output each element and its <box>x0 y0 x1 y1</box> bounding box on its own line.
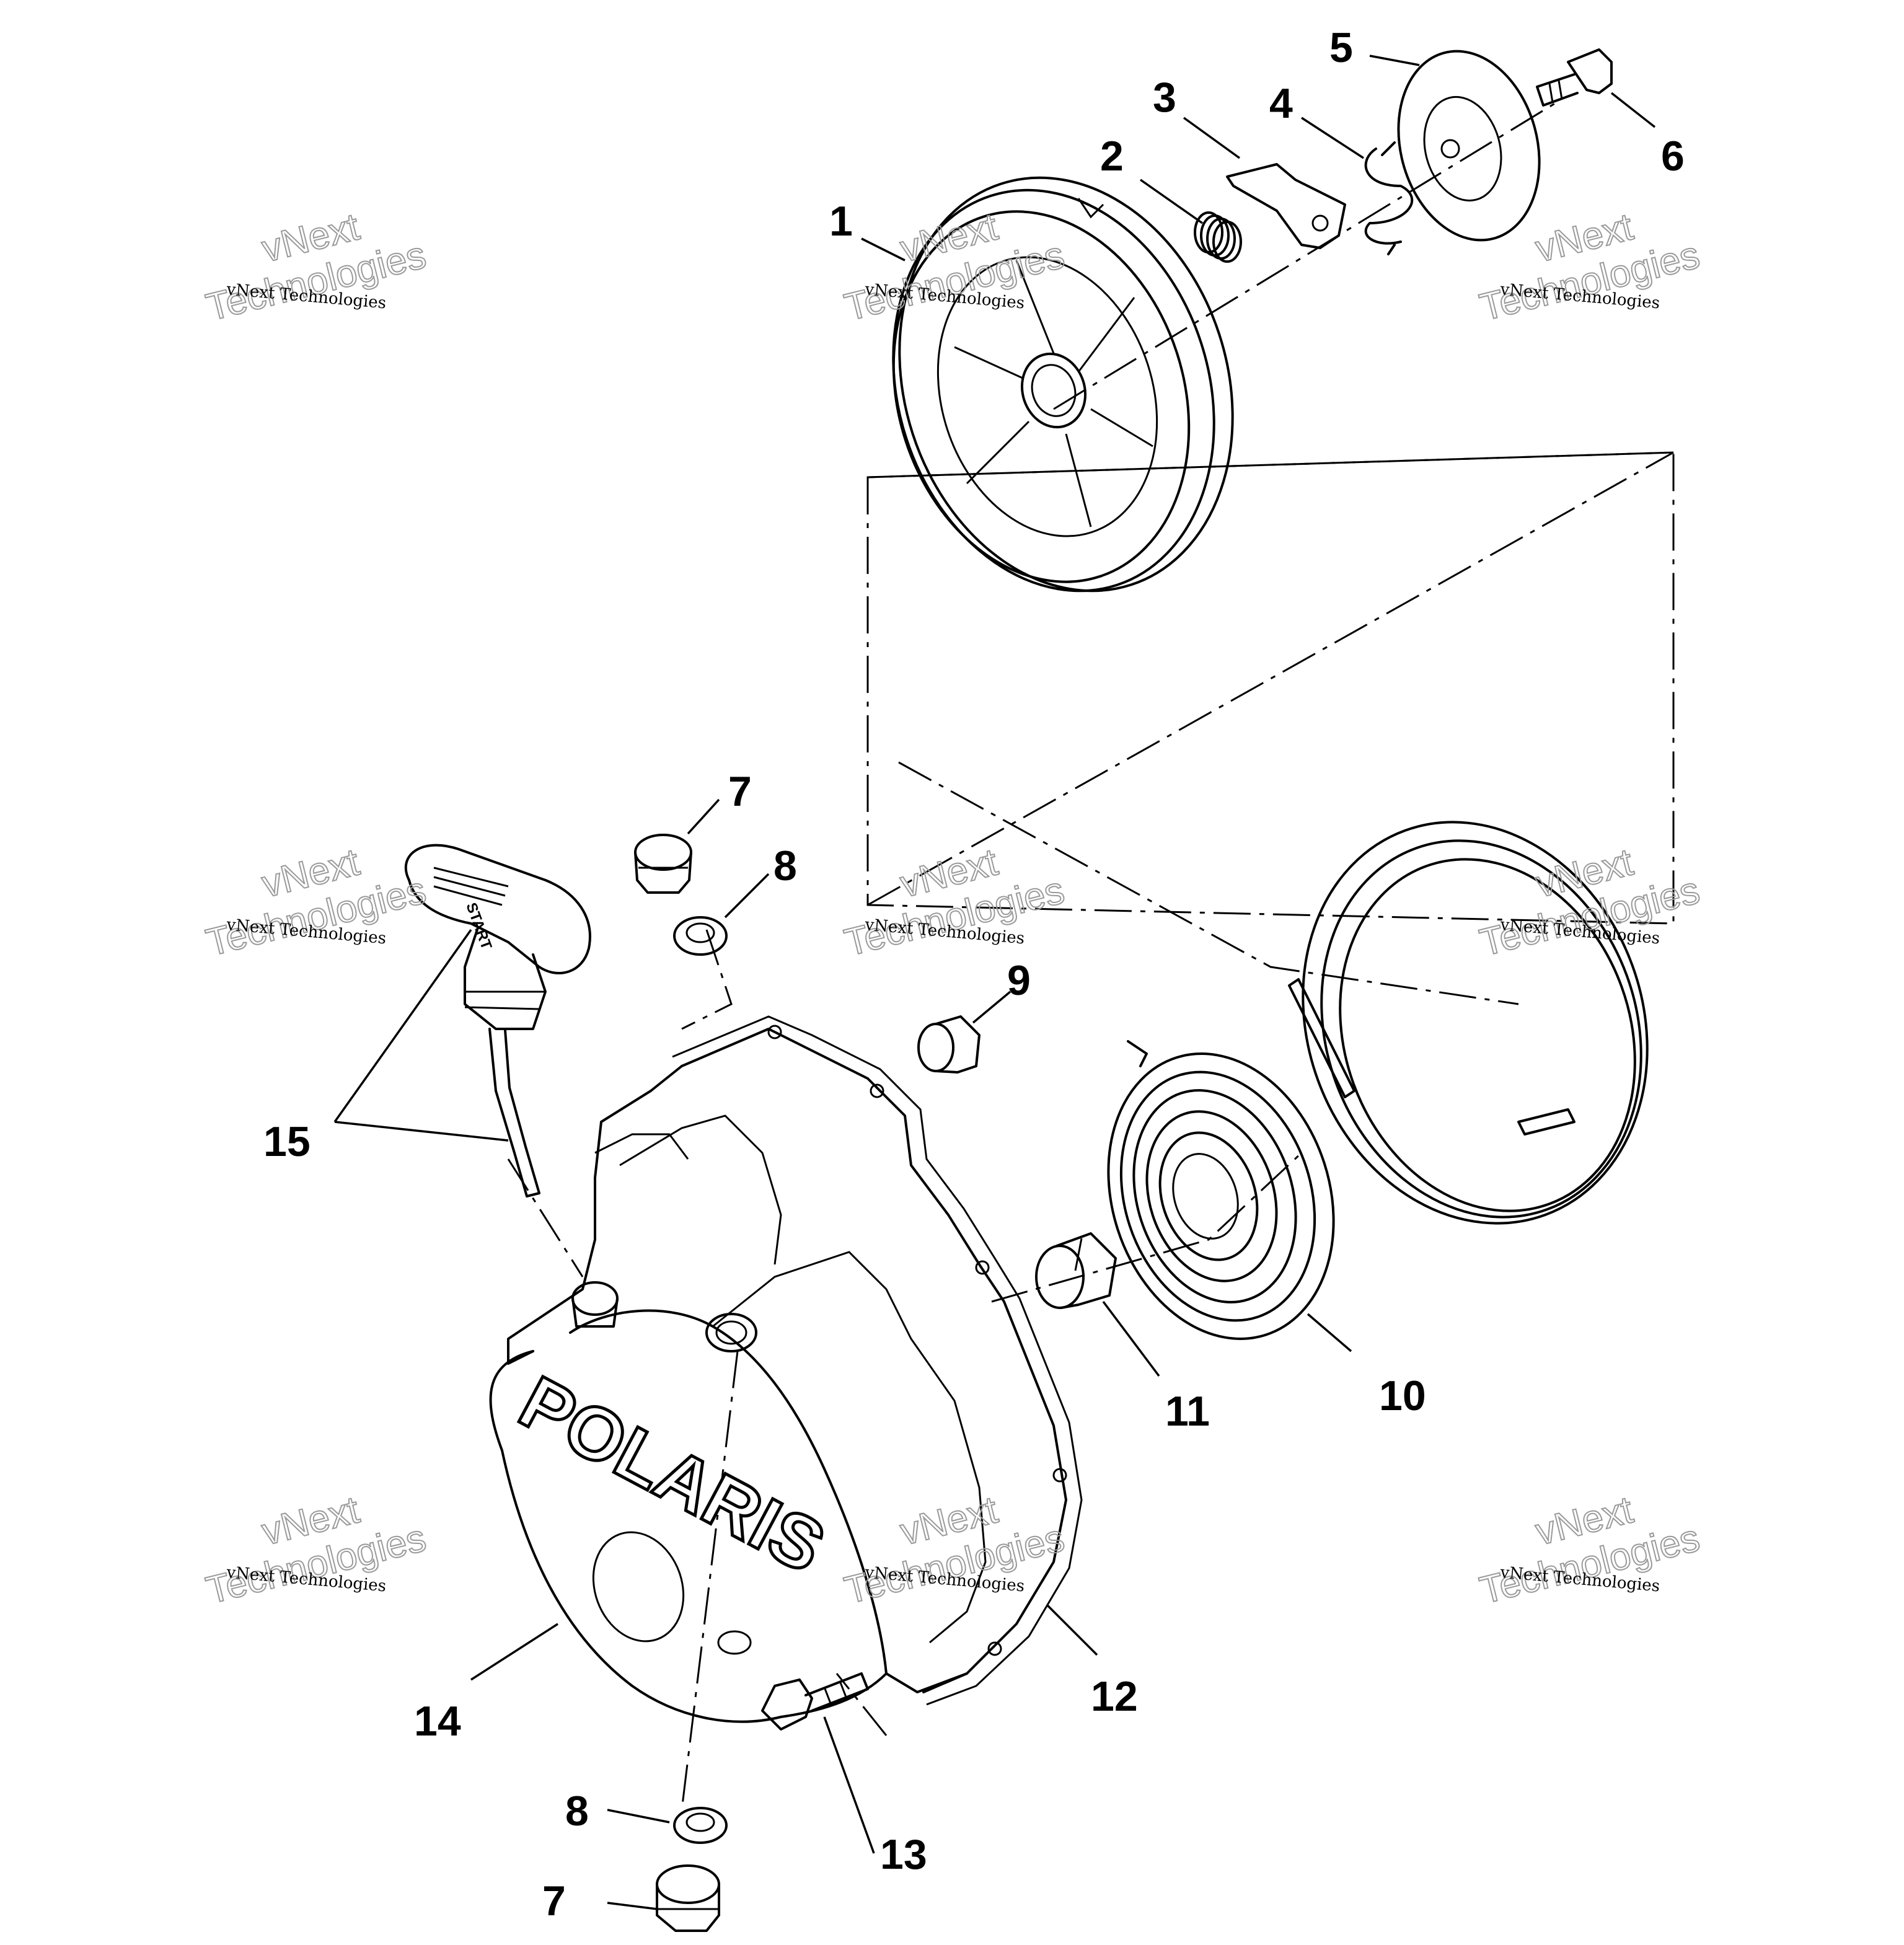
watermark-5: vNext Technologies <box>840 840 1069 965</box>
polaris-logo-text: POLARIS <box>507 1361 838 1589</box>
callout-15: 15 <box>263 1118 311 1165</box>
small-spring-part <box>1194 211 1242 263</box>
plug-part-7-lower <box>656 1864 720 1932</box>
callout-12: 12 <box>1091 1673 1138 1720</box>
sleeve-part-11 <box>1035 1232 1117 1309</box>
watermark-9: vNext Technologies <box>1475 1488 1704 1613</box>
washer-part-8-lower <box>673 1807 728 1844</box>
retainer-plate-part <box>1397 50 1541 242</box>
callout-6: 6 <box>1661 133 1685 180</box>
watermark-4: vNext Technologies <box>201 840 431 965</box>
recoil-spring-part <box>1107 1040 1335 1340</box>
callout-9: 9 <box>1007 957 1031 1004</box>
bolt-part-13 <box>761 1672 869 1731</box>
pulley-reel-part <box>892 176 1234 593</box>
callout-7-lower: 7 <box>542 1877 566 1925</box>
watermarks: vNext Technologies vNext Technologies vN… <box>201 205 1704 1613</box>
washer-part-8-upper <box>673 916 728 956</box>
housing-gasket-part <box>672 1015 1083 1706</box>
pawl-part <box>1226 163 1346 249</box>
callout-8-lower: 8 <box>565 1788 589 1835</box>
watermark-3: vNext Technologies <box>1475 205 1704 330</box>
callout-11: 11 <box>1165 1388 1210 1435</box>
callout-3: 3 <box>1153 74 1176 121</box>
plug-part-7-upper <box>634 834 692 894</box>
bushing-part-9 <box>917 1015 981 1074</box>
assembly-center-lines <box>507 98 1675 1810</box>
callout-14: 14 <box>414 1698 461 1745</box>
callout-1: 1 <box>829 198 853 245</box>
watermark-1: vNext Technologies <box>201 205 431 330</box>
start-label: START <box>462 901 495 952</box>
callout-2: 2 <box>1100 133 1124 180</box>
starter-handle-part: START <box>404 844 591 1197</box>
watermark-8: vNext Technologies <box>840 1488 1069 1613</box>
leader-lines <box>333 55 1656 1910</box>
callout-7-upper: 7 <box>728 768 752 815</box>
watermark-7: vNext Technologies <box>201 1488 431 1613</box>
callout-13: 13 <box>880 1831 927 1878</box>
bolt-part-6 <box>1536 48 1613 107</box>
friction-clip-part <box>1364 141 1414 255</box>
starter-rope-coil <box>1288 821 1649 1225</box>
callout-10: 10 <box>1379 1372 1426 1419</box>
callout-numbers: 1 2 3 4 5 6 7 8 9 10 11 12 13 14 15 8 7 <box>263 24 1685 1925</box>
callout-8-upper: 8 <box>774 842 797 889</box>
callout-4: 4 <box>1269 80 1293 127</box>
callout-5: 5 <box>1329 24 1353 71</box>
